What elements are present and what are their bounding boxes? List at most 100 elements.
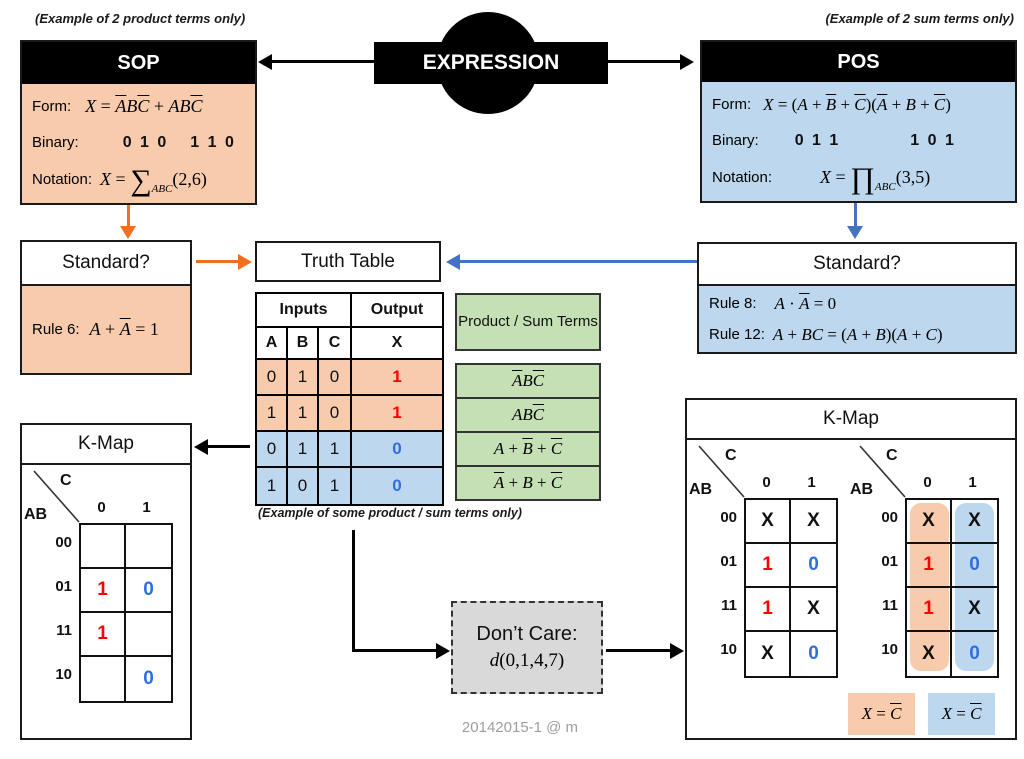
kmap-cell: X [791, 588, 836, 632]
kmap-cell: X [952, 588, 997, 632]
term-cell: ABC [457, 365, 599, 399]
kmap-row-label: 01 [720, 553, 737, 570]
kmap-cell: 0 [126, 569, 171, 613]
kmap-title: K-Map [687, 400, 1015, 440]
kmap-grid-left: C AB 0 1 00 01 11 10 1 0 1 0 [24, 467, 176, 707]
kmap-cell: X [952, 500, 997, 544]
tt-cell: 1 [288, 432, 319, 468]
arrowhead-down [847, 226, 863, 239]
notation-label: Notation: [712, 169, 773, 186]
form-label: Form: [712, 96, 752, 113]
kmap-grid-grouped: C AB 0 1 00 01 11 10 X X 1 0 1 X X 0 [850, 442, 1002, 682]
output-header: Output [352, 294, 442, 328]
expression-node: EXPRESSION [374, 42, 608, 84]
arrowhead-right [680, 54, 694, 70]
tt-cell: 0 [257, 432, 288, 468]
kmap-corner: C AB [24, 470, 80, 523]
kmap-corner: C AB [850, 445, 906, 498]
kmap-var-ab: AB [689, 481, 712, 498]
kmap-row-label: 11 [882, 597, 898, 614]
rule-math: A + BC = (A + B)(A + C) [772, 324, 943, 344]
kmap-col-label: 1 [968, 474, 977, 491]
arrowhead-right [436, 642, 450, 659]
tt-cell: 1 [319, 468, 352, 504]
kmap-row-label: 10 [720, 641, 737, 658]
binary-value: 0 1 1 [794, 131, 841, 149]
kmap-cell: 1 [81, 613, 126, 657]
kmap-title: K-Map [22, 425, 190, 465]
term-cell: ABC [457, 399, 599, 433]
tt-cell: 1 [257, 396, 288, 432]
kmap-cells: 1 0 1 0 [79, 523, 173, 703]
standard-title: Standard? [699, 244, 1015, 286]
kmap-row-label: 10 [55, 666, 72, 683]
col-header-b: B [288, 328, 319, 360]
kmap-cell: 1 [746, 588, 791, 632]
tt-cell: 0 [319, 396, 352, 432]
truth-table-title-box: Truth Table [255, 241, 441, 282]
kmap-cell: X [746, 500, 791, 544]
caption-sum-terms: (Example of 2 sum terms only) [825, 11, 1014, 26]
dont-care-box: Don’t Care: d(0,1,4,7) [451, 601, 603, 694]
term-cell: A + B + C [457, 433, 599, 467]
kmap-col-label: 0 [97, 499, 106, 516]
dont-care-math: d(0,1,4,7) [489, 650, 565, 671]
tt-cell: 1 [257, 468, 288, 504]
kmap-cells: X X 1 0 1 X X 0 [905, 498, 999, 678]
pos-form-row: Form: X = (A + B + C)(A + B + C) [712, 95, 1005, 115]
tt-cell: 0 [319, 360, 352, 396]
standard-body: Rule 6: A + A = 1 [22, 286, 190, 373]
inputs-header: Inputs [257, 294, 352, 328]
rule-row: Rule 6: A + A = 1 [32, 319, 180, 340]
kmap-cell [81, 525, 126, 569]
rule-label: Rule 6: [32, 321, 80, 338]
kmap-cell: X [791, 500, 836, 544]
pos-solution-label: X = C [928, 693, 995, 735]
pos-body: Form: X = (A + B + C)(A + B + C) Binary:… [702, 82, 1015, 201]
arrowhead-right [670, 643, 684, 659]
standard-body: Rule 8: A · A = 0 Rule 12: A + BC = (A +… [699, 286, 1015, 352]
binary-label: Binary: [32, 134, 79, 152]
binary-value: 1 1 0 [190, 133, 236, 151]
arrowhead-right [238, 254, 252, 270]
kmap-corner: C AB [689, 445, 745, 498]
sop-notation-row: Notation: X = ∑ABC(2,6) [32, 163, 245, 197]
binary-value: 0 1 0 [122, 133, 169, 151]
arrowhead-left [258, 54, 272, 70]
notation-label: Notation: [32, 171, 93, 189]
kmap-cell: 0 [952, 544, 997, 588]
terms-list: ABC ABC A + B + C A + B + C [455, 363, 601, 501]
col-header-c: C [319, 328, 352, 360]
truth-table-title: Truth Table [257, 243, 439, 280]
arrowhead-down [120, 226, 136, 239]
kmap-cell: 1 [907, 588, 952, 632]
sop-notation-math: X = ∑ABC(2,6) [100, 163, 207, 197]
kmap-col-label: 1 [142, 499, 151, 516]
kmap-cell: 1 [907, 544, 952, 588]
kmap-col-label: 0 [762, 474, 771, 491]
tt-cell: 1 [319, 432, 352, 468]
pos-notation-row: Notation: X = ∏ABC(3,5) [712, 161, 1005, 195]
watermark: 20142015-1 @ m [461, 719, 579, 736]
kmap-row-label: 00 [720, 509, 737, 526]
kmap-var-c: C [60, 472, 72, 489]
tt-output-cell: 1 [352, 360, 442, 396]
pos-notation-math: X = ∏ABC(3,5) [820, 161, 931, 195]
pos-box: POS Form: X = (A + B + C)(A + B + C) Bin… [700, 40, 1017, 203]
sop-form-row: Form: X = ABC + ABC [32, 96, 245, 117]
kmap-cell: 0 [969, 643, 980, 664]
kmap-row-label: 11 [56, 622, 72, 639]
kmap-cells: X X 1 0 1 X X 0 [744, 498, 838, 678]
kmap-cell: 0 [143, 668, 154, 689]
kmap-cell: 0 [808, 643, 819, 664]
dont-care-label: Don’t Care: [476, 623, 578, 645]
kmap-cell: X [907, 500, 952, 544]
kmap-cell: 1 [746, 544, 791, 588]
arrowhead-left [194, 439, 208, 455]
sop-solution-label: X = C [848, 693, 915, 735]
tt-cell: 1 [288, 396, 319, 432]
standard-title: Standard? [22, 242, 190, 286]
binary-label: Binary: [712, 132, 759, 149]
tt-output-cell: 0 [352, 468, 442, 504]
